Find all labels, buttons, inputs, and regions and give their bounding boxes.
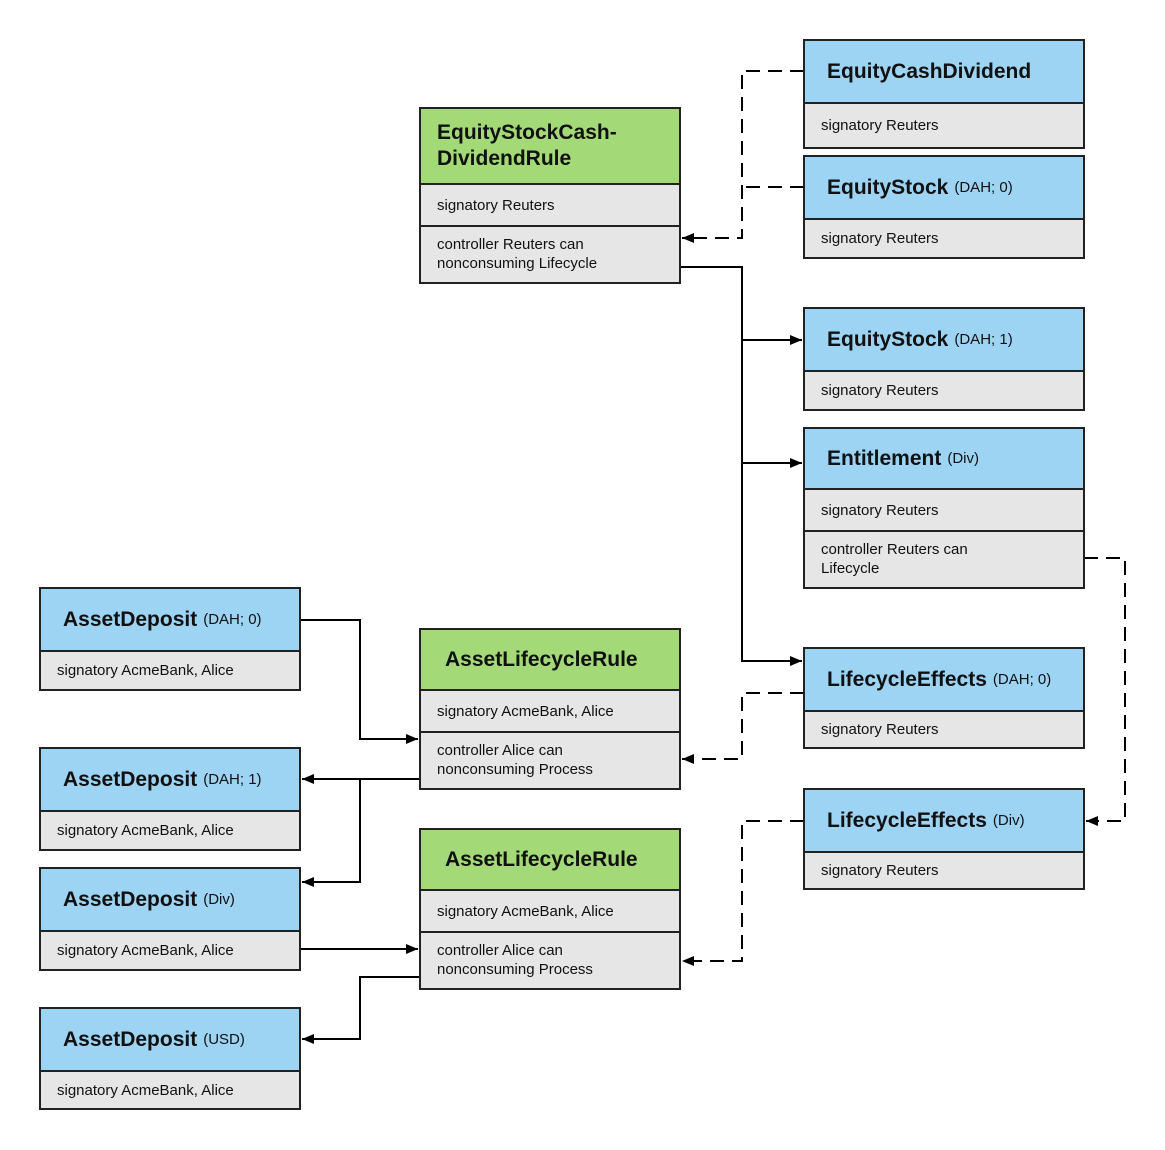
node-title: LifecycleEffects [827, 808, 987, 832]
node-row-signatory: signatory AcmeBank, Alice [57, 822, 234, 839]
node-qualifier: (DAH; 1) [954, 331, 1013, 348]
edge-asset-rule-2-to-asset-deposit-usd [302, 976, 420, 1044]
node-header: AssetLifecycleRule [421, 830, 679, 891]
node-qualifier: (DAH; 0) [203, 611, 262, 628]
node-title: LifecycleEffects [827, 667, 987, 691]
node-title: EquityStock [827, 327, 949, 351]
node-equity-cash-dividend: EquityCashDividend signatory Reuters [803, 39, 1085, 149]
node-row-controller: controller Alice can nonconsuming Proces… [421, 931, 679, 988]
node-title: AssetDeposit [63, 607, 198, 631]
node-asset-deposit-usd: AssetDeposit (USD) signatory AcmeBank, A… [39, 1007, 301, 1110]
node-row-signatory: signatory AcmeBank, Alice [437, 902, 614, 920]
node-title: AssetDeposit [63, 1027, 198, 1051]
node-title: AssetLifecycleRule [445, 847, 638, 871]
node-header: Entitlement (Div) [805, 429, 1083, 490]
node-row-signatory: signatory AcmeBank, Alice [57, 662, 234, 679]
node-asset-lifecycle-rule-1: AssetLifecycleRule signatory AcmeBank, A… [419, 628, 681, 790]
node-row-controller: controller Reuters can nonconsuming Life… [421, 225, 679, 282]
node-title: EquityStockCash- DividendRule [437, 121, 617, 170]
node-row-controller: controller Alice can nonconsuming Proces… [421, 731, 679, 788]
node-entitlement-div: Entitlement (Div) signatory Reuters cont… [803, 427, 1085, 589]
node-header: EquityStock (DAH; 0) [805, 157, 1083, 220]
node-title: EquityCashDividend [827, 59, 1032, 83]
node-title: AssetDeposit [63, 887, 198, 911]
node-row-signatory: signatory Reuters [821, 382, 939, 399]
node-qualifier: (DAH; 0) [954, 179, 1013, 196]
node-header: EquityStock (DAH; 1) [805, 309, 1083, 372]
node-row-controller: controller Reuters can Lifecycle [805, 530, 1083, 587]
node-header: EquityCashDividend [805, 41, 1083, 104]
node-qualifier: (Div) [947, 450, 979, 467]
node-title: AssetDeposit [63, 767, 198, 791]
node-qualifier: (Div) [992, 812, 1025, 829]
node-header: EquityStockCash- DividendRule [421, 109, 679, 185]
node-asset-deposit-dah0: AssetDeposit (DAH; 0) signatory AcmeBank… [39, 587, 301, 691]
node-row-signatory: signatory Reuters [821, 501, 939, 519]
node-equity-stock-cash-dividend-rule: EquityStockCash- DividendRule signatory … [419, 107, 681, 284]
edge-asset-rule-1-to-asset-deposit-div [302, 779, 361, 887]
node-header: LifecycleEffects (Div) [805, 790, 1083, 853]
node-title: EquityStock [827, 175, 949, 199]
dashed-edge-lifecycle-effects-dah0-to-asset-rule-1 [682, 692, 804, 764]
dashed-edge-lifecycle-effects-div-to-asset-rule-2 [682, 820, 804, 966]
node-qualifier: (Div) [203, 891, 235, 908]
node-row-signatory: signatory Reuters [821, 230, 939, 247]
node-qualifier: (USD) [203, 1031, 245, 1048]
node-qualifier: (DAH; 1) [203, 771, 262, 788]
node-row-signatory: signatory Reuters [821, 862, 939, 879]
node-header: AssetDeposit (DAH; 1) [41, 749, 299, 812]
dashed-edge-cash-dividend-to-rule [682, 70, 804, 243]
node-header: AssetDeposit (Div) [41, 869, 299, 932]
dashed-edge-entitlement-to-lifecycle-effects-div [1084, 557, 1126, 826]
node-asset-lifecycle-rule-2: AssetLifecycleRule signatory AcmeBank, A… [419, 828, 681, 990]
node-row-signatory: signatory Reuters [821, 721, 939, 738]
node-header: LifecycleEffects (DAH; 0) [805, 649, 1083, 712]
node-row-signatory: signatory AcmeBank, Alice [57, 1081, 234, 1099]
edge-asset-deposit-dah0-to-asset-rule-1 [300, 619, 418, 744]
node-equity-stock-dah0: EquityStock (DAH; 0) signatory Reuters [803, 155, 1085, 259]
node-row-signatory: signatory AcmeBank, Alice [57, 942, 234, 959]
node-lifecycle-effects-dah0: LifecycleEffects (DAH; 0) signatory Reut… [803, 647, 1085, 749]
node-row-signatory: signatory Reuters [437, 196, 555, 214]
node-equity-stock-dah1: EquityStock (DAH; 1) signatory Reuters [803, 307, 1085, 411]
node-title: AssetLifecycleRule [445, 647, 638, 671]
node-lifecycle-effects-div: LifecycleEffects (Div) signatory Reuters [803, 788, 1085, 890]
node-row-signatory: signatory Reuters [821, 117, 939, 134]
node-qualifier: (DAH; 0) [992, 671, 1052, 688]
node-row-signatory: signatory AcmeBank, Alice [437, 702, 614, 720]
node-header: AssetLifecycleRule [421, 630, 679, 691]
node-header: AssetDeposit (USD) [41, 1009, 299, 1072]
node-title: Entitlement [827, 446, 942, 470]
node-asset-deposit-dah1: AssetDeposit (DAH; 1) signatory AcmeBank… [39, 747, 301, 851]
node-asset-deposit-div: AssetDeposit (Div) signatory AcmeBank, A… [39, 867, 301, 971]
node-header: AssetDeposit (DAH; 0) [41, 589, 299, 652]
